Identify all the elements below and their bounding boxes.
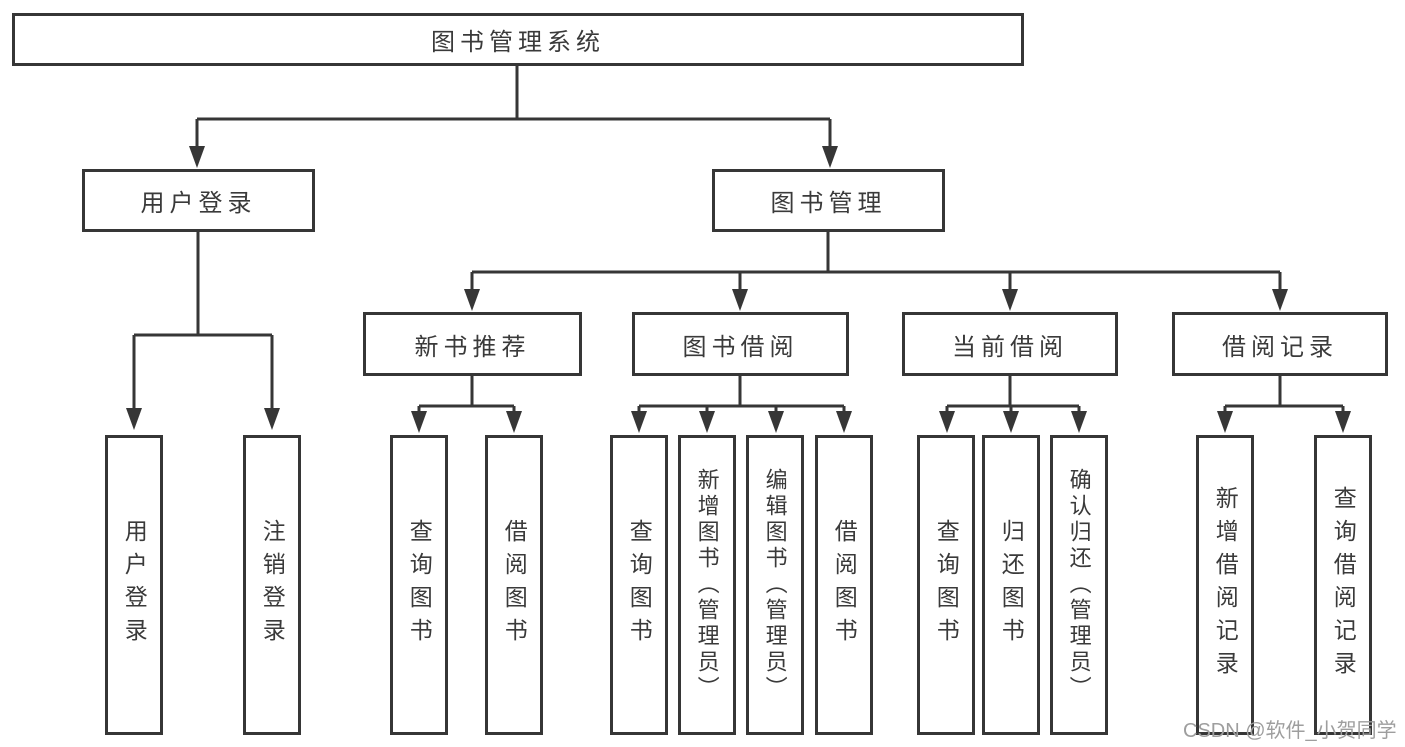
leaf-borrow-books-newbooks: 借阅图书 bbox=[485, 435, 543, 735]
leaf-query-books-current-label: 查询图书 bbox=[933, 519, 960, 651]
leaf-query-borrow-record: 查询借阅记录 bbox=[1314, 435, 1372, 735]
node-user-login-label: 用户登录 bbox=[140, 190, 257, 217]
leaf-query-borrow-record-label: 查询借阅记录 bbox=[1330, 486, 1357, 684]
leaf-confirm-return-admin-label: 确认归还（管理员） bbox=[1066, 468, 1092, 702]
arrow-down-icon bbox=[732, 289, 748, 311]
node-book-borrow-label: 图书借阅 bbox=[682, 333, 799, 361]
arrow-down-icon bbox=[189, 146, 205, 168]
leaf-add-book-admin-label: 新增图书（管理员） bbox=[694, 468, 720, 702]
arrow-down-icon bbox=[506, 411, 522, 433]
leaf-query-books-borrow: 查询图书 bbox=[610, 435, 668, 735]
leaf-return-book: 归还图书 bbox=[982, 435, 1040, 735]
arrow-down-icon bbox=[1071, 411, 1087, 433]
arrow-down-icon bbox=[1002, 289, 1018, 311]
leaf-add-borrow-record-label: 新增借阅记录 bbox=[1212, 486, 1239, 684]
leaf-borrow-books-label: 借阅图书 bbox=[831, 519, 858, 651]
arrow-down-icon bbox=[1003, 411, 1019, 433]
leaf-query-books-newbooks-label: 查询图书 bbox=[406, 519, 433, 651]
leaf-query-books-current: 查询图书 bbox=[917, 435, 975, 735]
arrow-down-icon bbox=[1272, 289, 1288, 311]
leaf-add-borrow-record: 新增借阅记录 bbox=[1196, 435, 1254, 735]
arrow-down-icon bbox=[822, 146, 838, 168]
node-current-borrow: 当前借阅 bbox=[902, 312, 1118, 376]
node-root-label: 图书管理系统 bbox=[431, 29, 605, 56]
node-book-management: 图书管理 bbox=[712, 169, 945, 232]
leaf-query-books-borrow-label: 查询图书 bbox=[626, 519, 653, 651]
arrow-down-icon bbox=[1217, 411, 1233, 433]
node-new-book-recommend: 新书推荐 bbox=[363, 312, 582, 376]
node-borrow-records-label: 借阅记录 bbox=[1222, 333, 1338, 361]
leaf-borrow-books-newbooks-label: 借阅图书 bbox=[501, 519, 528, 651]
leaf-user-login: 用户登录 bbox=[105, 435, 163, 735]
arrow-down-icon bbox=[699, 411, 715, 433]
arrow-down-icon bbox=[126, 408, 142, 430]
arrow-down-icon bbox=[264, 408, 280, 430]
leaf-logout-label: 注销登录 bbox=[259, 519, 286, 651]
leaf-user-login-label: 用户登录 bbox=[121, 519, 148, 651]
node-root-system: 图书管理系统 bbox=[12, 13, 1024, 66]
node-book-borrow: 图书借阅 bbox=[632, 312, 849, 376]
leaf-edit-book-admin-label: 编辑图书（管理员） bbox=[762, 468, 788, 702]
arrow-down-icon bbox=[631, 411, 647, 433]
leaf-confirm-return-admin: 确认归还（管理员） bbox=[1050, 435, 1108, 735]
arrow-down-icon bbox=[1335, 411, 1351, 433]
leaf-logout: 注销登录 bbox=[243, 435, 301, 735]
node-borrow-records: 借阅记录 bbox=[1172, 312, 1388, 376]
leaf-add-book-admin: 新增图书（管理员） bbox=[678, 435, 736, 735]
node-new-book-recommend-label: 新书推荐 bbox=[414, 333, 531, 361]
leaf-query-books-newbooks: 查询图书 bbox=[390, 435, 448, 735]
leaf-borrow-books: 借阅图书 bbox=[815, 435, 873, 735]
arrow-down-icon bbox=[768, 411, 784, 433]
arrow-down-icon bbox=[939, 411, 955, 433]
arrow-down-icon bbox=[411, 411, 427, 433]
arrow-down-icon bbox=[464, 289, 480, 311]
arrow-down-icon bbox=[836, 411, 852, 433]
node-current-borrow-label: 当前借阅 bbox=[952, 333, 1068, 361]
leaf-return-book-label: 归还图书 bbox=[998, 519, 1025, 651]
leaf-edit-book-admin: 编辑图书（管理员） bbox=[746, 435, 804, 735]
node-book-management-label: 图书管理 bbox=[770, 190, 887, 217]
node-user-login: 用户登录 bbox=[82, 169, 315, 232]
csdn-watermark: CSDN @软件_小贺同学 bbox=[1183, 720, 1397, 742]
